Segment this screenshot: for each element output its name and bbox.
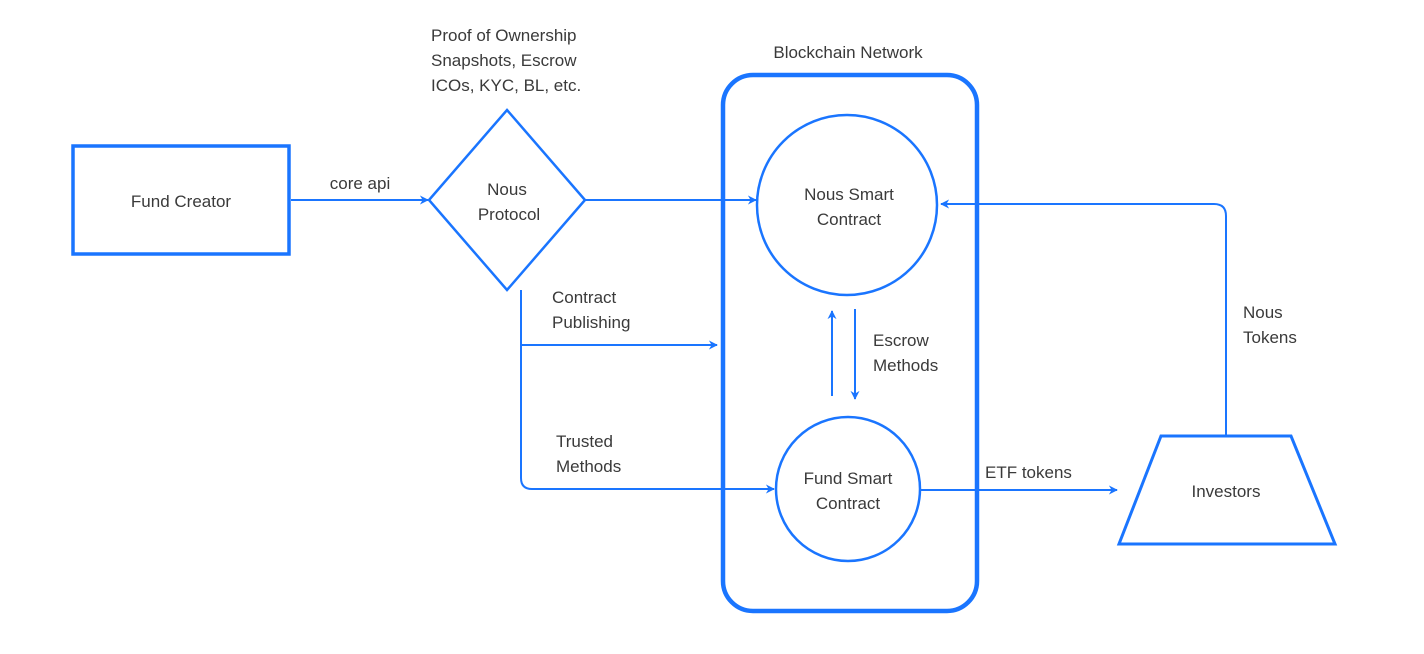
trusted-methods-line-1: Trusted (556, 432, 613, 451)
contract-publishing-label: Contract Publishing (552, 288, 630, 332)
node-nous-protocol[interactable]: Nous Protocol (427, 108, 587, 292)
contract-publishing-line-1: Contract (552, 288, 617, 307)
core-api-label: core api (330, 174, 390, 193)
note-line-2: Snapshots, Escrow (431, 51, 577, 70)
node-nous-smart-contract[interactable]: Nous Smart Contract (755, 113, 939, 297)
nous-protocol-label-line-2: Protocol (478, 205, 540, 224)
blockchain-network-box (720, 72, 980, 614)
investors-trapezoid (1116, 434, 1338, 546)
contract-publishing-line-2: Publishing (552, 313, 630, 332)
nous-tokens-arrow (940, 199, 1227, 435)
node-blockchain-network[interactable]: Blockchain Network (720, 43, 980, 614)
fund-creator-box (71, 144, 291, 256)
note-line-3: ICOs, KYC, BL, etc. (431, 76, 581, 95)
escrow-methods-line-2: Methods (873, 356, 938, 375)
edge-nous-tokens: Nous Tokens (940, 199, 1297, 435)
fund-smart-contract-line-2: Contract (816, 494, 881, 513)
nous-tokens-line-1: Nous (1243, 303, 1283, 322)
nous-protocol-label-line-1: Nous (487, 180, 527, 199)
edge-core-api: core api (291, 174, 429, 205)
fund-smart-contract-circle (774, 415, 922, 563)
node-fund-creator[interactable]: Fund Creator (71, 144, 291, 256)
nous-smart-contract-line-2: Contract (817, 210, 882, 229)
node-fund-smart-contract[interactable]: Fund Smart Contract (774, 415, 922, 563)
edge-trusted-methods (520, 290, 775, 494)
escrow-methods-label: Escrow Methods (873, 331, 938, 375)
investors-label: Investors (1192, 482, 1261, 501)
nous-smart-contract-circle (755, 113, 939, 297)
edge-etf-tokens: ETF tokens (920, 463, 1118, 495)
trusted-methods-line-2: Methods (556, 457, 621, 476)
escrow-methods-line-1: Escrow (873, 331, 929, 350)
fund-smart-contract-line-1: Fund Smart (804, 469, 893, 488)
trusted-methods-label: Trusted Methods (556, 432, 621, 476)
nous-tokens-line-2: Tokens (1243, 328, 1297, 347)
nous-protocol-note: Proof of Ownership Snapshots, Escrow ICO… (431, 26, 581, 95)
note-line-1: Proof of Ownership (431, 26, 577, 45)
node-investors[interactable]: Investors (1116, 434, 1338, 546)
nous-protocol-diamond (427, 108, 587, 292)
etf-tokens-label: ETF tokens (985, 463, 1072, 482)
fund-creator-label: Fund Creator (131, 192, 231, 211)
blockchain-network-title: Blockchain Network (773, 43, 923, 62)
nous-smart-contract-line-1: Nous Smart (804, 185, 894, 204)
